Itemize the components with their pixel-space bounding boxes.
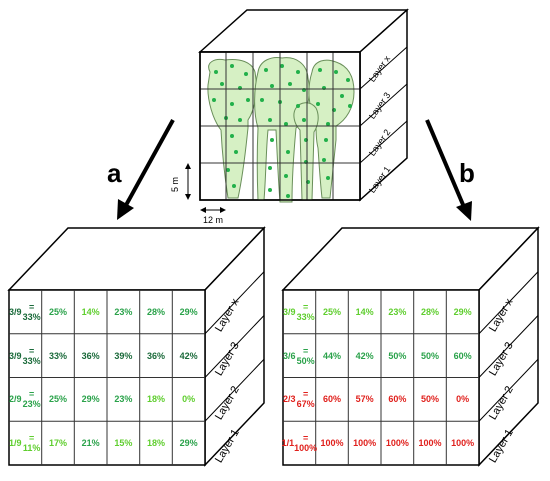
cube-a — [7, 226, 266, 467]
cube-a-value-cell: 39% — [114, 350, 133, 361]
cube-b-value-cell: 14% — [355, 306, 374, 317]
cube-a-value-cell: 17% — [48, 438, 67, 449]
tree-dot — [302, 118, 306, 122]
cube-b-fraction-cell: 3/6= 50% — [283, 345, 315, 366]
tree-dot — [226, 168, 230, 172]
cube-b-fraction-cell: 1/1= 100% — [281, 433, 318, 454]
cube-a-value-cell: 33% — [48, 350, 67, 361]
cube-a-value-cell: 28% — [146, 306, 165, 317]
tree-dot — [318, 68, 322, 72]
tree-dot — [264, 68, 268, 72]
tree-dot — [340, 94, 344, 98]
cube-a-value-cell: 0% — [182, 394, 196, 405]
cube-a-value-cell: 18% — [146, 438, 165, 449]
cube-a-value-cell: 29% — [179, 438, 198, 449]
tree-dot — [232, 184, 236, 188]
cube-a-value-cell: 14% — [81, 306, 100, 317]
tree-dot — [346, 78, 350, 82]
tree-dot — [286, 194, 290, 198]
cube-b-value-cell: 44% — [322, 350, 341, 361]
cube-b-value-cell: 28% — [420, 306, 439, 317]
cube-a-value-cell: 15% — [114, 438, 133, 449]
tree-dot — [316, 102, 320, 106]
tree-dot — [286, 150, 290, 154]
tree-dot — [244, 72, 248, 76]
cube-b-value-cell: 50% — [420, 394, 439, 405]
tree-dot — [230, 102, 234, 106]
cube-a-value-cell: 25% — [48, 306, 67, 317]
arrows — [117, 119, 472, 221]
cube-a-fraction-cell: 3/9= 33% — [9, 345, 41, 366]
cube-b-value-cell: 60% — [322, 394, 341, 405]
tree-dot — [246, 98, 250, 102]
cube-b-value-cell: 60% — [388, 394, 407, 405]
cube-b-fraction-cell: 2/3= 67% — [283, 389, 315, 410]
tree-dot — [212, 98, 216, 102]
cube-b-value-cell: 23% — [388, 306, 407, 317]
cube-b-value-cell: 57% — [355, 394, 374, 405]
tree-dot — [326, 176, 330, 180]
cube-b-value-cell: 29% — [453, 306, 472, 317]
height-dimension-label: 5 m — [170, 176, 180, 192]
cube-a-value-cell: 23% — [114, 394, 133, 405]
cube-b — [281, 226, 540, 467]
cube-a-value-cell: 36% — [146, 350, 165, 361]
cube-a-value-cell: 42% — [179, 350, 198, 361]
cube-b-value-cell: 50% — [388, 350, 407, 361]
cube-a-fraction-cell: 2/9= 23% — [9, 389, 41, 410]
cube-b-fraction-cell: 3/9= 33% — [283, 301, 315, 322]
cube-a-value-cell: 29% — [81, 394, 100, 405]
cube-a-value-cell: 18% — [146, 394, 165, 405]
cube-b-value-cell: 60% — [453, 350, 472, 361]
cube-b-value-cell: 100% — [385, 438, 409, 449]
cube-b-value-cell: 100% — [320, 438, 344, 449]
tree-dot — [284, 122, 288, 126]
tree-dot — [270, 84, 274, 88]
cube-b-value-cell: 25% — [322, 306, 341, 317]
tree-dot — [214, 70, 218, 74]
cube-a-value-cell: 36% — [81, 350, 100, 361]
tree-1 — [207, 59, 257, 199]
tree-dot — [326, 122, 330, 126]
top-cube-grid — [200, 52, 360, 200]
cube-a-value-cell: 21% — [81, 438, 100, 449]
tree-dot — [234, 150, 238, 154]
tree-dot — [268, 118, 272, 122]
tree-dot — [270, 138, 274, 142]
tree-dot — [260, 98, 264, 102]
tree-dot — [230, 134, 234, 138]
tree-dot — [280, 64, 284, 68]
tree-dot — [348, 104, 352, 108]
cube-b-value-cell: 100% — [418, 438, 442, 449]
cube-a-fraction-cell: 3/9= 33% — [9, 301, 41, 322]
tree-dot — [288, 82, 292, 86]
arrow-label-b: b — [459, 158, 475, 188]
cube-a-fraction-cell: 1/9= 11% — [9, 433, 41, 454]
cube-b-value-cell: 50% — [420, 350, 439, 361]
tree-dot — [238, 118, 242, 122]
tree-dot — [268, 188, 272, 192]
arrow-label-a: a — [107, 158, 122, 188]
cube-b-value-cell: 100% — [353, 438, 377, 449]
cube-b-value-cell: 100% — [451, 438, 475, 449]
tree-dot — [220, 82, 224, 86]
width-dimension-label: 12 m — [203, 215, 224, 225]
tree-dot — [324, 138, 328, 142]
cube-b-value-cell: 0% — [456, 394, 470, 405]
tree-crowns — [207, 57, 355, 203]
top-cube — [185, 8, 409, 213]
tree-dot — [230, 64, 234, 68]
cube-b-value-cell: 42% — [355, 350, 374, 361]
cube-a-value-cell: 25% — [48, 394, 67, 405]
cube-a-value-cell: 23% — [114, 306, 133, 317]
tree-dot — [268, 166, 272, 170]
tree-dot — [296, 70, 300, 74]
tree-dot — [296, 104, 300, 108]
tree-dot — [334, 70, 338, 74]
cube-a-value-cell: 29% — [179, 306, 198, 317]
tree-dot — [284, 174, 288, 178]
tree-dot — [322, 158, 326, 162]
